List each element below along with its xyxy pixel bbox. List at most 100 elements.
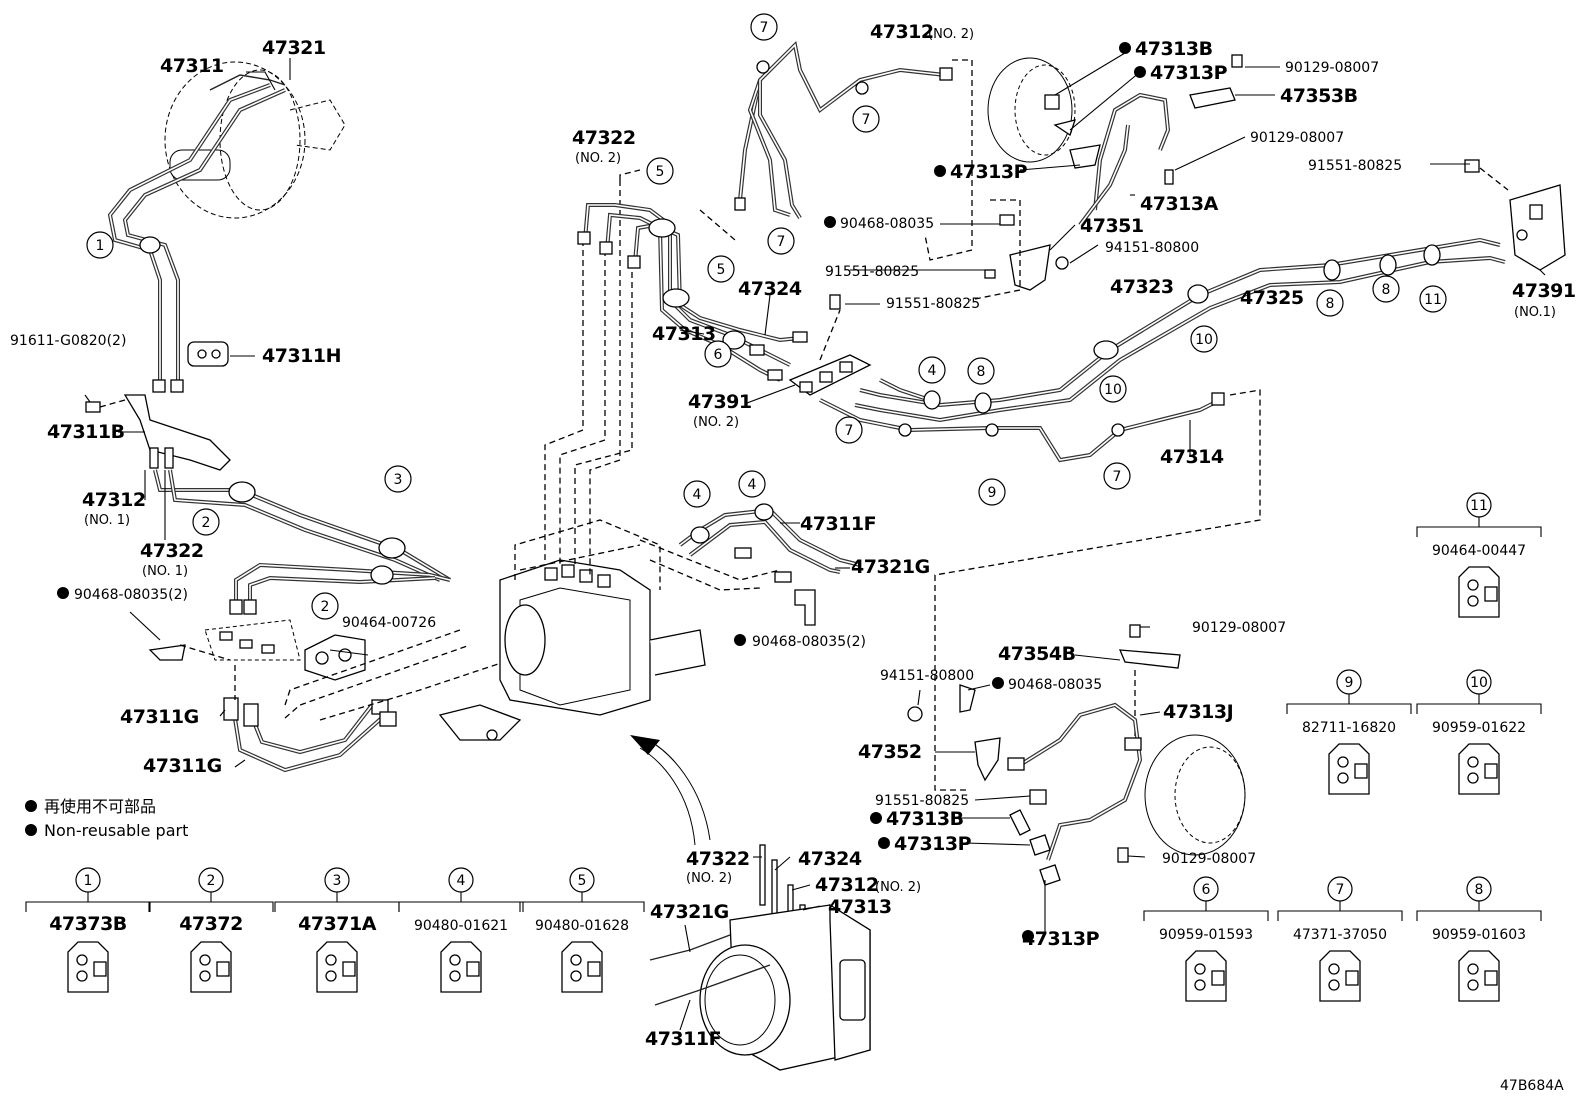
clamp-bracket [1143, 910, 1269, 921]
clamp-hole [76, 954, 88, 966]
label-47323: 47323 [1110, 276, 1174, 298]
label-47313P-mid: 47313P [950, 161, 1028, 183]
callout-c1: 1 [86, 231, 114, 259]
callout-circle [852, 105, 880, 133]
clamp-hole [1194, 963, 1206, 975]
view-arrow [630, 735, 711, 846]
nonreusable-dot [1022, 930, 1034, 942]
label-47313J: 47313J [1163, 701, 1233, 723]
clamp-number: 2 [207, 873, 216, 889]
callout-circle [311, 592, 339, 620]
part-labels: 47311 47321 47312 (NO. 2) 47313B 47313P … [10, 21, 1576, 1050]
clamp-number: 5 [578, 873, 587, 889]
label-47313B-top: 47313B [1135, 38, 1213, 60]
callout-circle [192, 508, 220, 536]
clamp-hole [1328, 963, 1340, 975]
sublabel-47322-no1: (NO. 1) [142, 564, 188, 579]
callout-c8b: 8 [1316, 289, 1344, 317]
clamp-hole [1467, 595, 1479, 607]
label-47311G-2: 47311G [143, 755, 222, 777]
clamp-tab [1211, 970, 1225, 986]
callout-circle [967, 357, 995, 385]
clamp-bracket [1416, 526, 1542, 537]
clamp-tab [466, 961, 480, 977]
label-47311F-bottom: 47311F [645, 1028, 721, 1050]
callout-number: 7 [845, 423, 854, 439]
legend-dot-en [25, 824, 37, 836]
callout-circle [704, 340, 732, 368]
clamp-part-number: 90959-01593 [1159, 927, 1253, 943]
bolt-91611 [85, 399, 126, 413]
label-90468-left: 90468-08035(2) [74, 587, 188, 603]
label-47354B: 47354B [998, 643, 1076, 665]
abs-actuator-detail [649, 844, 871, 1071]
label-47312-no2-top: 47312 [870, 21, 934, 43]
sublabel-47312-no1: (NO. 1) [84, 513, 130, 528]
clamp-hole [570, 954, 582, 966]
callout-c10b: 10 [1099, 375, 1127, 403]
callout-c9: 9 [978, 478, 1006, 506]
legend-jp: 再使用不可部品 [44, 797, 156, 816]
clamp-bracket [25, 901, 151, 912]
label-90468-mid2: 90468-08035(2) [752, 634, 866, 650]
label-94151-low: 94151-80800 [880, 668, 974, 684]
label-47324-mid: 47324 [738, 278, 802, 300]
clamp-tab [1345, 970, 1359, 986]
clamp-entry-2: 2 47372 [148, 867, 274, 993]
pipe-47314 [819, 389, 1261, 791]
label-47313P-top: 47313P [1150, 62, 1228, 84]
callout-circle [646, 157, 674, 185]
clamp-bracket [1416, 910, 1542, 921]
clamp-number: 7 [1336, 882, 1345, 898]
label-47311G-1: 47311G [120, 706, 199, 728]
sublabel-47391-no1: (NO.1) [1514, 305, 1556, 320]
callout-number: 8 [1382, 282, 1391, 298]
clamp-number: 6 [1202, 882, 1211, 898]
clamp-number: 9 [1345, 675, 1354, 691]
clamp-number: 10 [1470, 675, 1488, 691]
rear-pipes-47323-47325 [854, 237, 1506, 423]
label-47321G-bottom: 47321G [650, 901, 729, 923]
label-47312-no2-bottom: 47312 [815, 874, 879, 896]
callout-number: 7 [777, 234, 786, 250]
callout-circle [707, 255, 735, 283]
callout-circle [384, 465, 412, 493]
label-47313P-bottom: 47313P [1022, 928, 1100, 950]
legend: 再使用不可部品 Non-reusable part [25, 797, 188, 840]
callout-c6: 6 [704, 340, 732, 368]
clamp-bracket [274, 901, 400, 912]
clamp-part-number: 47371A [298, 913, 377, 935]
callout-number: 9 [988, 485, 997, 501]
callout-c7a: 7 [750, 13, 778, 41]
callout-number: 7 [862, 112, 871, 128]
label-47322-no2-bottom: 47322 [686, 848, 750, 870]
callout-c7d: 7 [835, 416, 863, 444]
rear-brake-assembly-lower [907, 624, 1246, 886]
clamp-part-number: 82711-16820 [1302, 720, 1396, 736]
label-47351: 47351 [1080, 215, 1144, 237]
label-91611: 91611-G0820(2) [10, 333, 126, 349]
clamp-hole [449, 970, 461, 982]
clamp-hole [1337, 756, 1349, 768]
callout-number: 4 [928, 363, 937, 379]
clamp-hole [1467, 579, 1479, 591]
dashed-connectors-left [129, 611, 511, 721]
pipes-47311F-47321G [519, 503, 861, 626]
label-47321-top: 47321 [262, 37, 326, 59]
callout-c8c: 8 [1372, 275, 1400, 303]
callout-c2a: 2 [192, 508, 220, 536]
label-47313P-low: 47313P [894, 833, 972, 855]
clamp-hole [1337, 772, 1349, 784]
label-91551-right: 91551-80825 [1308, 158, 1402, 174]
callout-c4c: 4 [918, 356, 946, 384]
clamp-tab [342, 961, 356, 977]
clamp-part-number: 47372 [179, 913, 243, 935]
clamp-bracket [519, 901, 645, 912]
callout-c3: 3 [384, 465, 412, 493]
callout-circle [1372, 275, 1400, 303]
pipe-47312-no2 [734, 40, 973, 261]
clamp-tab [93, 961, 107, 977]
label-90129-top1: 90129-08007 [1285, 60, 1379, 76]
label-47321G-mid: 47321G [851, 556, 930, 578]
